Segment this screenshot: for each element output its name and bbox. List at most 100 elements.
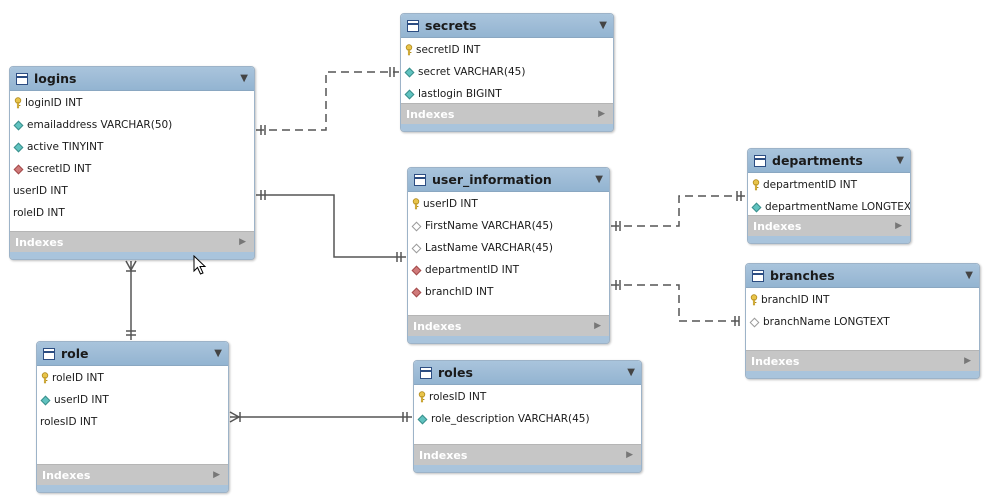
teal-diamond-icon: [417, 414, 428, 424]
table-user_information[interactable]: user_information ▼ userID INT FirstName VAR…: [407, 167, 610, 344]
column-label: branchID INT: [425, 286, 494, 298]
indexes-footer[interactable]: Indexes▶: [746, 350, 979, 378]
table-departments[interactable]: departments▼ departmentID INT departmentNa…: [747, 148, 911, 244]
indexes-footer[interactable]: Indexes ▶: [401, 103, 613, 131]
column-label: branchID INT: [761, 294, 830, 306]
column-row[interactable]: LastName VARCHAR(45): [408, 237, 609, 259]
column-label: role_description VARCHAR(45): [431, 413, 590, 425]
indexes-label: Indexes: [406, 107, 455, 121]
column-row[interactable]: departmentID INT: [408, 259, 609, 281]
column-label: rolesID INT: [429, 391, 487, 403]
expand-arrow-icon[interactable]: ▶: [598, 109, 605, 119]
table-role[interactable]: role▼ roleID INT userID INT rolesID INT Inde…: [36, 341, 229, 493]
column-row[interactable]: roleID INT: [10, 202, 254, 224]
table-title: branches: [770, 268, 835, 283]
column-row[interactable]: branchID INT: [408, 281, 609, 303]
table-header[interactable]: secrets▼: [401, 14, 613, 38]
relationship-user_information-branches[interactable]: [611, 280, 744, 326]
column-row[interactable]: secretID INT: [401, 39, 613, 61]
key-icon: [41, 372, 49, 384]
expand-arrow-icon[interactable]: ▶: [895, 221, 902, 231]
expand-arrow-icon[interactable]: ▶: [213, 470, 220, 480]
expand-arrow-icon[interactable]: ▶: [239, 237, 246, 247]
table-header[interactable]: roles ▼: [414, 361, 641, 385]
column-label: lastlogin BIGINT: [418, 88, 502, 100]
table-title: roles: [438, 365, 473, 380]
collapse-arrow-icon[interactable]: ▼: [599, 20, 607, 31]
expand-arrow-icon[interactable]: ▶: [594, 321, 601, 331]
indexes-footer[interactable]: Indexes▶: [748, 215, 910, 243]
collapse-arrow-icon[interactable]: ▼: [896, 155, 904, 166]
relationship-path: [611, 284, 744, 322]
crows-foot-prong: [229, 411, 240, 418]
table-icon: [407, 19, 419, 32]
red-diamond-icon: [13, 164, 24, 174]
key-icon: [752, 179, 760, 191]
key-icon: [412, 198, 420, 210]
expand-arrow-icon[interactable]: ▶: [964, 356, 971, 366]
indexes-footer[interactable]: Indexes▶: [37, 464, 228, 492]
indexes-label: Indexes: [419, 448, 468, 462]
table-title: user_information: [432, 172, 552, 187]
indexes-footer[interactable]: Indexes ▶: [414, 444, 641, 472]
column-row[interactable]: userID INT: [37, 389, 228, 411]
column-list: branchID INT branchName LONGTEXT: [746, 288, 979, 333]
relationship-logins-user_information[interactable]: [256, 190, 406, 262]
table-icon: [16, 72, 28, 85]
collapse-arrow-icon[interactable]: ▼: [627, 367, 635, 378]
collapse-arrow-icon[interactable]: ▼: [595, 174, 603, 185]
column-row[interactable]: roleID INT: [37, 367, 228, 389]
column-list: roleID INT userID INT rolesID INT: [37, 366, 228, 433]
column-row[interactable]: branchID INT: [746, 289, 979, 311]
column-row[interactable]: departmentName LONGTEXT: [748, 196, 910, 218]
relationship-path: [256, 71, 399, 131]
relationship-user_information-departments[interactable]: [611, 191, 746, 231]
column-row[interactable]: rolesID INT: [414, 386, 641, 408]
table-roles[interactable]: roles ▼ rolesID INT role_description VARCHA…: [413, 360, 642, 473]
white-diamond-icon: [411, 221, 422, 231]
column-label: LastName VARCHAR(45): [425, 242, 553, 254]
relationship-logins-secrets[interactable]: [256, 67, 399, 135]
expand-arrow-icon[interactable]: ▶: [626, 450, 633, 460]
column-label: roleID INT: [52, 372, 104, 384]
column-row[interactable]: departmentID INT: [748, 174, 910, 196]
table-header[interactable]: departments▼: [748, 149, 910, 173]
column-row[interactable]: secretID INT: [10, 158, 254, 180]
column-row[interactable]: rolesID INT: [37, 411, 228, 433]
relationship-role-roles[interactable]: [229, 411, 412, 423]
column-row[interactable]: emailaddress VARCHAR(50): [10, 114, 254, 136]
column-row[interactable]: branchName LONGTEXT: [746, 311, 979, 333]
table-header[interactable]: role▼: [37, 342, 228, 366]
column-row[interactable]: active TINYINT: [10, 136, 254, 158]
crows-foot-prong: [125, 260, 132, 271]
column-label: loginID INT: [25, 97, 83, 109]
table-logins[interactable]: logins▼ loginID INT emailaddress VARCHAR(5…: [9, 66, 255, 260]
column-row[interactable]: role_description VARCHAR(45): [414, 408, 641, 430]
crows-foot-prong: [130, 260, 137, 271]
column-label: rolesID INT: [40, 416, 98, 428]
collapse-arrow-icon[interactable]: ▼: [214, 348, 222, 359]
table-branches[interactable]: branches ▼ branchID INT branchName LONGTEXT…: [745, 263, 980, 379]
column-label: userID INT: [423, 198, 478, 210]
column-row[interactable]: lastlogin BIGINT: [401, 83, 613, 105]
table-header[interactable]: branches ▼: [746, 264, 979, 288]
column-row[interactable]: FirstName VARCHAR(45): [408, 215, 609, 237]
column-row[interactable]: userID INT: [408, 193, 609, 215]
column-row[interactable]: secret VARCHAR(45): [401, 61, 613, 83]
indexes-footer[interactable]: Indexes▶: [10, 231, 254, 259]
table-header[interactable]: user_information ▼: [408, 168, 609, 192]
collapse-arrow-icon[interactable]: ▼: [965, 270, 973, 281]
relationship-logins-role[interactable]: [125, 260, 137, 340]
column-label: userID INT: [54, 394, 109, 406]
column-label: branchName LONGTEXT: [763, 316, 890, 328]
column-label: departmentID INT: [425, 264, 520, 276]
table-header[interactable]: logins▼: [10, 67, 254, 91]
table-icon: [752, 269, 764, 282]
collapse-arrow-icon[interactable]: ▼: [240, 73, 248, 84]
indexes-footer[interactable]: Indexes▶: [408, 315, 609, 343]
column-row[interactable]: userID INT: [10, 180, 254, 202]
column-label: departmentID INT: [763, 179, 858, 191]
column-row[interactable]: loginID INT: [10, 92, 254, 114]
